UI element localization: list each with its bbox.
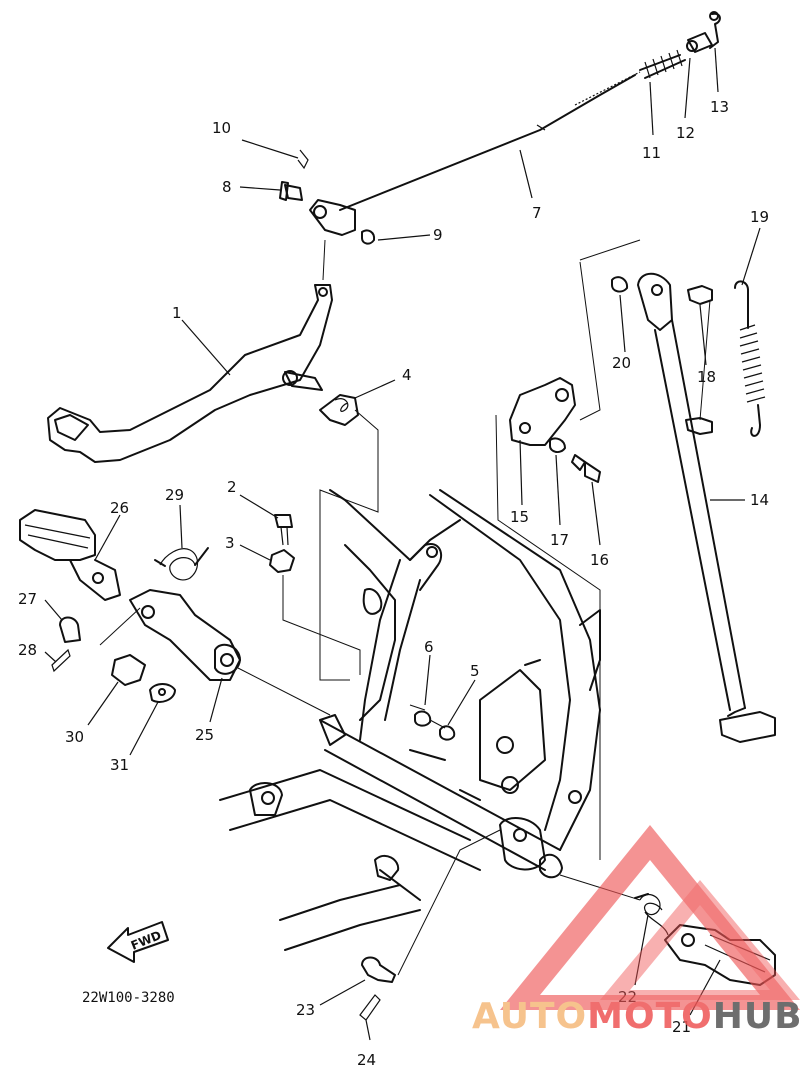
callout-14: 14 — [750, 491, 769, 509]
callout-26: 26 — [110, 499, 129, 517]
brake-pedal-spring — [319, 394, 359, 426]
callout-17: 17 — [550, 531, 569, 549]
callout-27: 27 — [18, 590, 37, 608]
callout-18: 18 — [697, 368, 716, 386]
callout-15: 15 — [510, 508, 529, 526]
rod-adjuster — [639, 11, 721, 79]
sidestand-spring — [734, 280, 766, 437]
callout-25: 25 — [195, 726, 214, 744]
callout-5: 5 — [470, 662, 480, 680]
callout-23: 23 — [296, 1001, 315, 1019]
callout-24: 24 — [357, 1051, 376, 1069]
brake-rod — [309, 71, 641, 236]
callout-19: 19 — [750, 208, 769, 226]
callout-30: 30 — [65, 728, 84, 746]
watermark-moto: MOTO — [587, 996, 713, 1037]
watermark-triangle-icon — [500, 825, 800, 1010]
callout-6: 6 — [424, 638, 434, 656]
callout-9: 9 — [433, 226, 443, 244]
callout-16: 16 — [590, 551, 609, 569]
diagram-code: 22W100-3280 — [82, 990, 175, 1006]
watermark-logo: AUTOMOTOHUB — [472, 825, 800, 1037]
brake-pedal — [47, 284, 333, 463]
forward-arrow: FWD — [107, 921, 169, 963]
callout-20: 20 — [612, 354, 631, 372]
watermark-auto: AUTO — [472, 996, 587, 1037]
callout-29: 29 — [165, 486, 184, 504]
callout-31: 31 — [110, 756, 129, 774]
callout-numbers: 1 2 3 4 5 6 7 8 9 10 11 12 13 14 15 16 1… — [18, 98, 769, 1069]
svg-text:AUTOMOTOHUB: AUTOMOTOHUB — [472, 996, 800, 1037]
leader-lines — [44, 47, 761, 1041]
sidestand-bracket — [509, 276, 713, 483]
callout-8: 8 — [222, 178, 232, 196]
sidestand — [637, 272, 776, 743]
frame — [219, 489, 601, 951]
pivot-hardware — [359, 956, 396, 1021]
callout-13: 13 — [710, 98, 729, 116]
callout-3: 3 — [225, 534, 235, 552]
callout-10: 10 — [212, 119, 231, 137]
left-footrest — [19, 509, 295, 703]
callout-11: 11 — [642, 144, 661, 162]
callout-28: 28 — [18, 641, 37, 659]
explosion-lines — [99, 239, 711, 976]
watermark-hub: HUB — [713, 996, 800, 1037]
callout-21: 21 — [672, 1018, 691, 1036]
callout-12: 12 — [676, 124, 695, 142]
callout-7: 7 — [532, 204, 542, 222]
callout-2: 2 — [227, 478, 237, 496]
callout-4: 4 — [402, 366, 412, 384]
clevis-hardware — [279, 149, 376, 245]
callout-1: 1 — [172, 304, 182, 322]
